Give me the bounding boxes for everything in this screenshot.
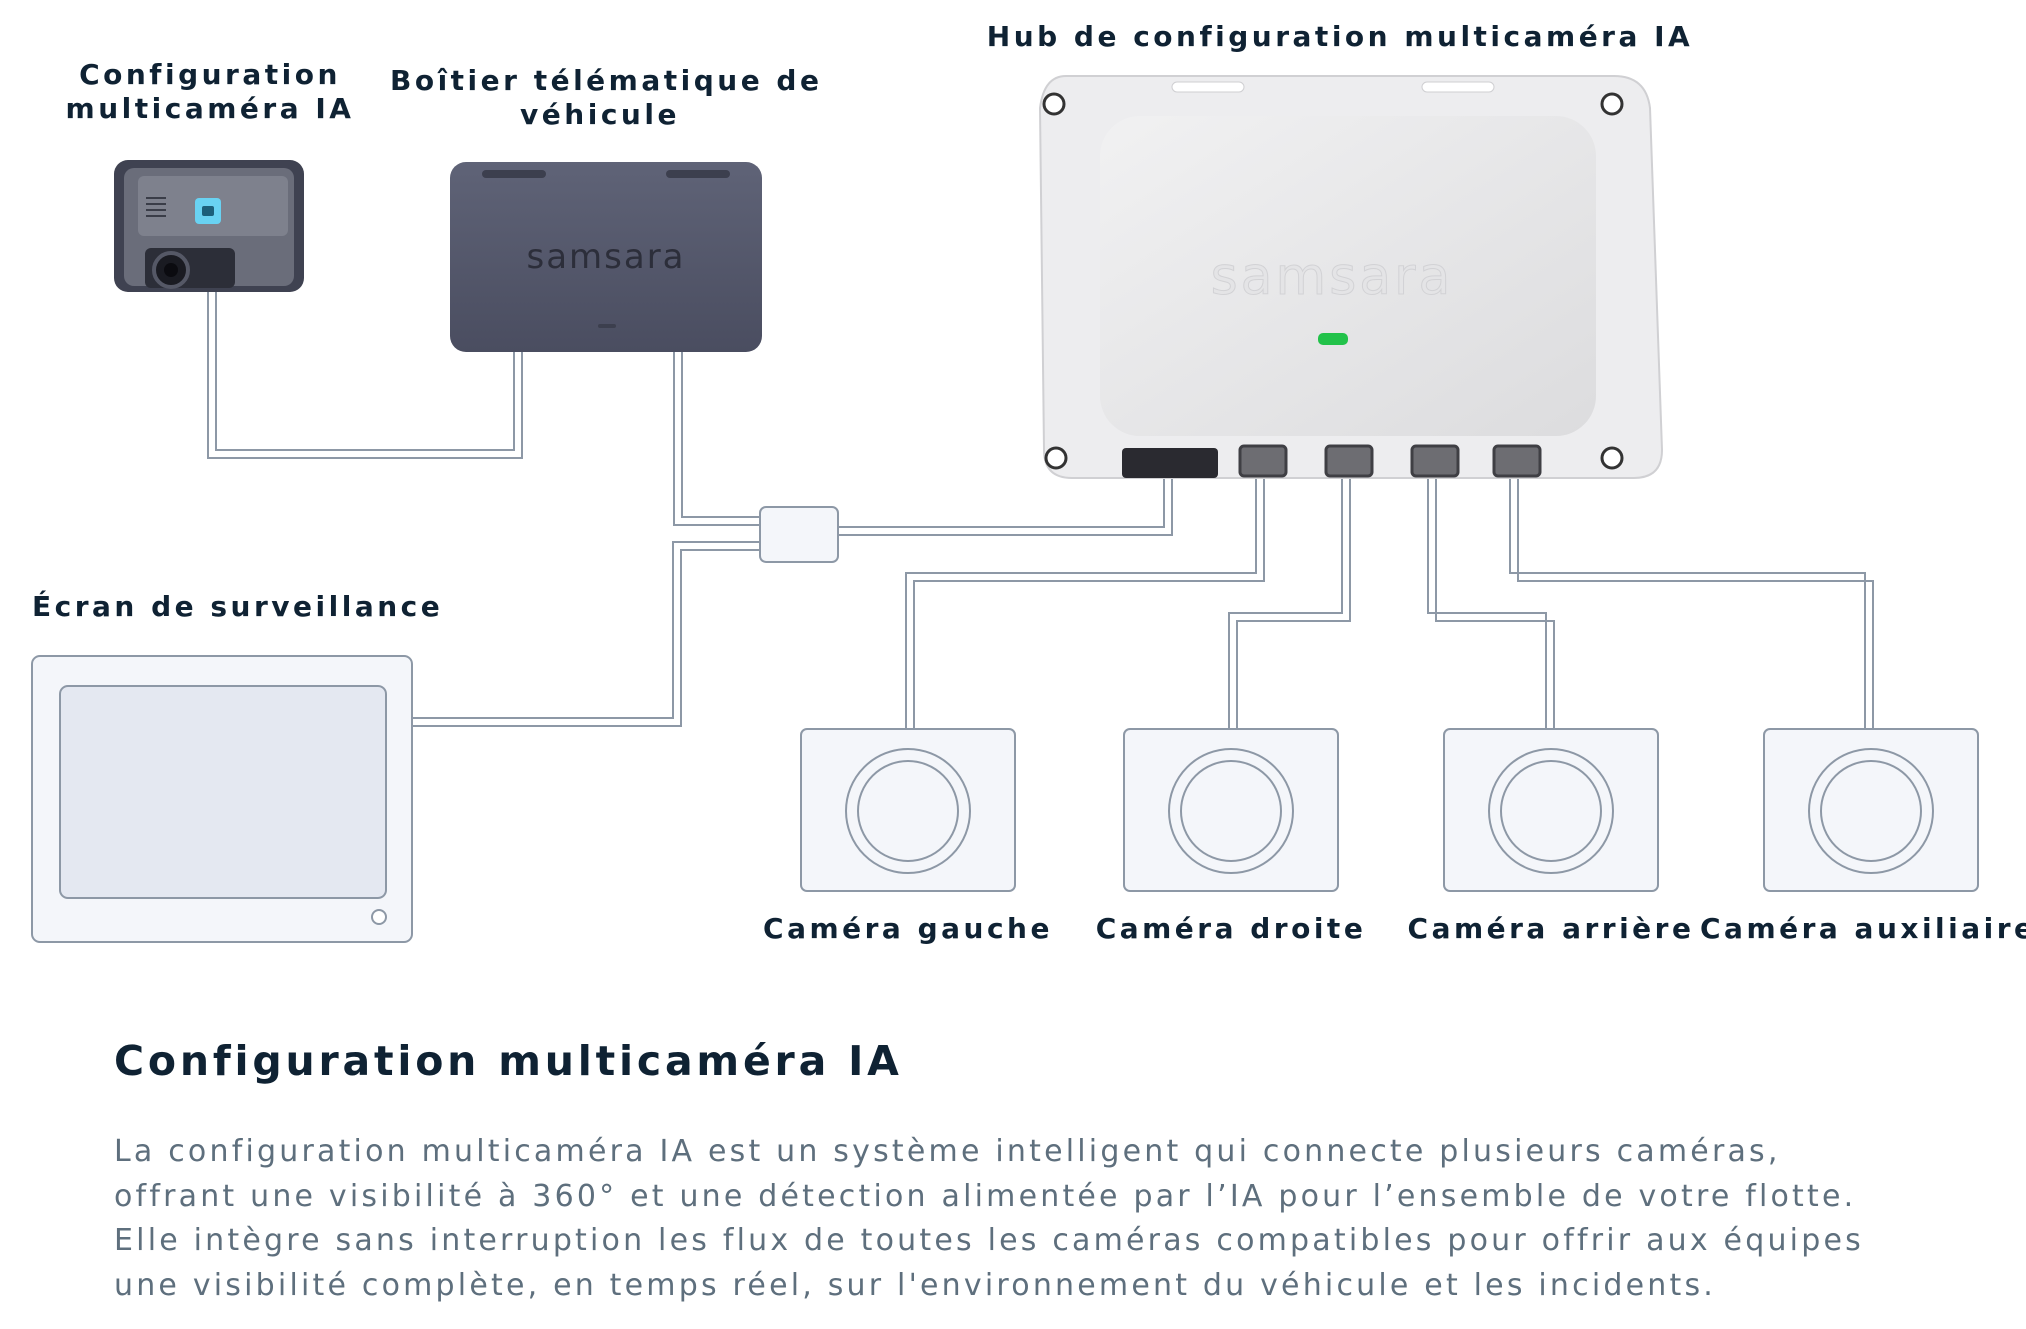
dashcam-label-line1: Configuration — [79, 58, 341, 91]
cables — [207, 288, 1874, 729]
description-line-2: offrant une visibilité à 360° et une dét… — [114, 1178, 1857, 1214]
description-line-4: une visibilité complète, en temps réel, … — [114, 1267, 1717, 1303]
system-diagram: samsara samsara — [31, 75, 1979, 943]
hub-port-4 — [1492, 444, 1542, 478]
cable-hub-cam-left-inner — [913, 478, 1265, 729]
description-title: Configuration multicaméra IA — [114, 1037, 903, 1085]
description-line-3: Elle intègre sans interruption les flux … — [114, 1223, 1864, 1258]
cable-hub-cam-aux — [1509, 478, 1866, 729]
telematics-brand-logo: samsara — [526, 237, 685, 277]
hub-port-2 — [1324, 444, 1374, 478]
cable-hub-cam-rear — [1427, 478, 1547, 729]
hub-device — [1038, 75, 1664, 479]
telematics-label: Boîtier télématique de véhicule — [390, 64, 819, 132]
cable-hub-cam-right-inner — [1236, 478, 1351, 729]
hub-port-3 — [1410, 444, 1460, 478]
camera-right — [1123, 728, 1339, 892]
cable-hub-cam-right — [1228, 478, 1343, 729]
description-text: La configuration multicaméra IA est un s… — [114, 1130, 1994, 1308]
camera-left — [800, 728, 1016, 892]
telematics-box — [450, 162, 762, 352]
camera-auxiliary — [1763, 728, 1979, 892]
dashcam-label: Configuration multicaméra IA — [40, 58, 380, 126]
cable-hub-cam-rear-inner — [1435, 478, 1555, 729]
hub-label: Hub de configuration multicaméra IA — [986, 20, 1694, 53]
monitor-label: Écran de surveillance — [32, 590, 444, 623]
cable-splitter-hub — [838, 478, 1165, 528]
cable-splitter-monitor — [410, 541, 760, 719]
hub-port-1 — [1238, 444, 1288, 478]
camera-rear — [1443, 728, 1659, 892]
hub-brand-logo: samsara — [1211, 247, 1454, 307]
cable-telematics-splitter — [673, 352, 760, 526]
hub-status-led — [1318, 333, 1348, 345]
camera-rear-label: Caméra arrière — [1407, 912, 1695, 945]
description-line-1: La configuration multicaméra IA est un s… — [114, 1134, 1781, 1169]
cable-splitter — [759, 506, 839, 563]
cable-splitter-monitor-inner — [410, 549, 760, 727]
camera-right-label: Caméra droite — [1095, 912, 1367, 945]
cable-dashcam-telematics-inner — [215, 288, 515, 451]
telematics-label-line2: véhicule — [520, 98, 680, 131]
hub-power-connector — [1122, 448, 1218, 478]
monitor-power-button — [371, 909, 387, 925]
cable-splitter-hub-inner — [838, 478, 1173, 536]
dashcam-device — [114, 160, 304, 292]
dashcam-label-line2: multicaméra IA — [65, 92, 355, 125]
camera-auxiliary-label: Caméra auxiliaire — [1700, 912, 2026, 945]
cable-hub-cam-left — [905, 478, 1257, 729]
camera-left-label: Caméra gauche — [763, 912, 1053, 945]
cable-telematics-splitter-inner — [681, 352, 760, 518]
cable-hub-cam-aux-inner — [1517, 478, 1874, 729]
monitor-device — [31, 655, 413, 943]
cable-dashcam-telematics — [207, 288, 523, 459]
telematics-label-line1: Boîtier télématique de — [390, 64, 823, 97]
